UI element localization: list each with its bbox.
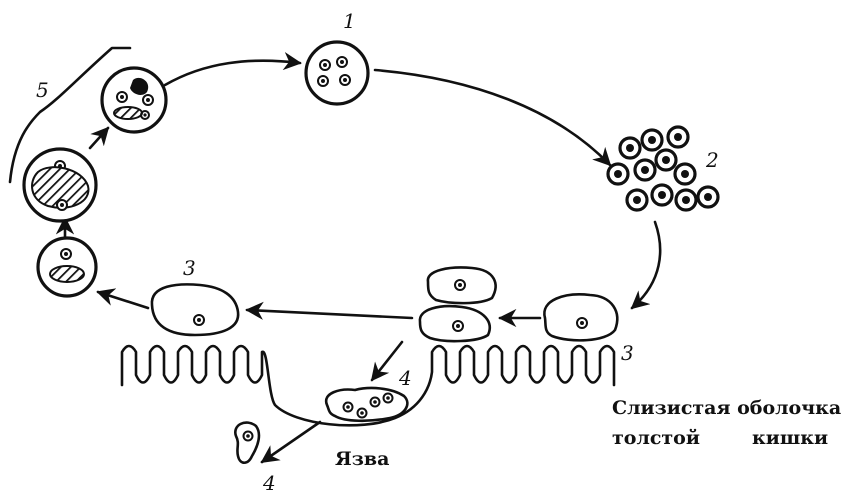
caption-mucosa-line1: Слизистая оболочка [612, 397, 841, 419]
arrow-3-left-to-cyst [98, 292, 148, 308]
cyst-top-left [102, 68, 166, 132]
label-stage-1: 1 [343, 9, 356, 33]
stage-1-cyst [306, 42, 368, 104]
label-stage-3-right: 3 [621, 341, 634, 365]
trophozoite-pair [420, 268, 496, 342]
cyst-middle-left [24, 149, 96, 221]
ulcer-trophozoite [326, 388, 407, 421]
arrow-ulcer-to-4 [262, 422, 320, 462]
cyst-bottom-left [38, 238, 96, 296]
arrow-1-to-2 [375, 70, 610, 165]
stage-2-cluster [608, 127, 718, 210]
stage-3-left-trophozoite [152, 284, 238, 335]
caption-mucosa-line2: толстой [612, 427, 700, 449]
label-stage-5: 5 [36, 78, 49, 102]
caption-mucosa-line2b: кишки [752, 427, 828, 449]
arrow-pair-to-3-left [247, 310, 412, 318]
stage-3-right-trophozoite [544, 294, 617, 340]
arrow-cyst-up-2 [90, 128, 108, 148]
arrow-5-to-1 [165, 61, 300, 85]
tissue-trophozoite [235, 423, 259, 463]
caption-ulcer: Язва [335, 448, 389, 470]
label-stage-4-bottom: 4 [262, 471, 276, 495]
arrow-2-to-3-right [632, 222, 660, 308]
label-stage-2: 2 [705, 148, 719, 172]
label-stage-3-left: 3 [183, 256, 196, 280]
arrow-pair-to-ulcer [372, 342, 402, 380]
label-stage-4-mid: 4 [398, 366, 412, 390]
